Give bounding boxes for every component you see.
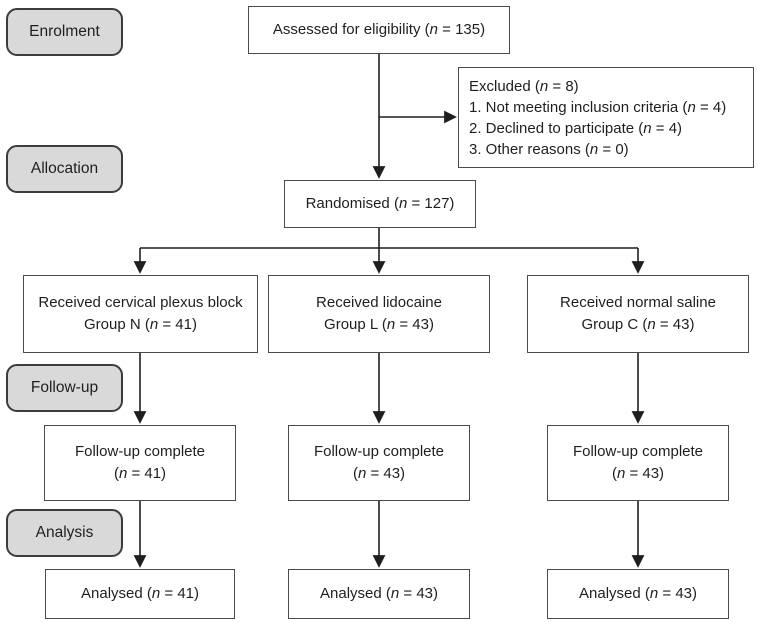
analysed-box-n: Analysed (n = 41) bbox=[45, 569, 235, 619]
followup-box-c: Follow-up complete (n = 43) bbox=[547, 425, 729, 501]
stage-label-followup: Follow-up bbox=[6, 364, 123, 412]
excluded-title: Excluded (n = 8) bbox=[469, 78, 579, 95]
analysed-c-text: Analysed (n = 43) bbox=[579, 585, 697, 602]
stage-label-text: Analysis bbox=[35, 524, 94, 541]
stage-label-enrolment: Enrolment bbox=[6, 8, 123, 56]
stage-label-text: Allocation bbox=[30, 160, 99, 177]
excluded-box: Excluded (n = 8) 1. Not meeting inclusio… bbox=[458, 67, 754, 168]
group-n-line1: Received cervical plexus block bbox=[38, 294, 243, 311]
analysed-n-text: Analysed (n = 41) bbox=[81, 585, 199, 602]
excluded-reason-1: 1. Not meeting inclusion criteria (n = 4… bbox=[469, 99, 727, 116]
randomised-text: Randomised (n = 127) bbox=[305, 195, 455, 212]
group-l-line1: Received lidocaine bbox=[316, 294, 442, 311]
followup-l-line1: Follow-up complete bbox=[313, 443, 445, 460]
excluded-reason-2: 2. Declined to participate (n = 4) bbox=[469, 120, 683, 137]
group-c-line1: Received normal saline bbox=[560, 294, 716, 311]
randomised-box: Randomised (n = 127) bbox=[284, 180, 476, 228]
stage-label-analysis: Analysis bbox=[6, 509, 123, 557]
followup-box-l: Follow-up complete (n = 43) bbox=[288, 425, 470, 501]
analysed-box-l: Analysed (n = 43) bbox=[288, 569, 470, 619]
analysed-box-c: Analysed (n = 43) bbox=[547, 569, 729, 619]
assessed-box: Assessed for eligibility (n = 135) bbox=[248, 6, 510, 54]
group-c-line2: Group C (n = 43) bbox=[581, 316, 695, 333]
stage-label-text: Follow-up bbox=[30, 379, 99, 396]
followup-n-line2: (n = 41) bbox=[113, 465, 167, 482]
followup-n-line1: Follow-up complete bbox=[74, 443, 206, 460]
stage-label-allocation: Allocation bbox=[6, 145, 123, 193]
assessed-text: Assessed for eligibility (n = 135) bbox=[272, 21, 486, 38]
group-n-line2: Group N (n = 41) bbox=[84, 316, 197, 333]
followup-l-line2: (n = 43) bbox=[352, 465, 406, 482]
group-box-n: Received cervical plexus block Group N (… bbox=[23, 275, 258, 353]
group-l-line2: Group L (n = 43) bbox=[324, 316, 434, 333]
followup-c-line2: (n = 43) bbox=[611, 465, 665, 482]
analysed-l-text: Analysed (n = 43) bbox=[320, 585, 438, 602]
excluded-reason-3: 3. Other reasons (n = 0) bbox=[469, 141, 629, 158]
followup-c-line1: Follow-up complete bbox=[572, 443, 704, 460]
group-box-l: Received lidocaine Group L (n = 43) bbox=[268, 275, 490, 353]
followup-box-n: Follow-up complete (n = 41) bbox=[44, 425, 236, 501]
stage-label-text: Enrolment bbox=[29, 23, 100, 40]
group-box-c: Received normal saline Group C (n = 43) bbox=[527, 275, 749, 353]
